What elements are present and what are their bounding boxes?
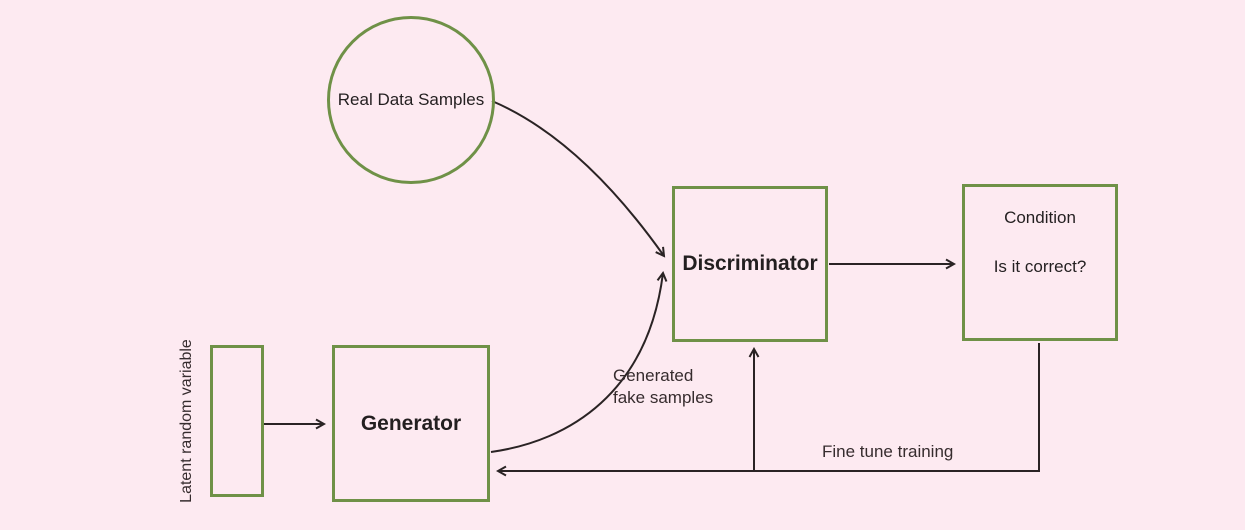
generator-label: Generator (360, 411, 462, 435)
node-real-data-samples: Real Data Samples (327, 16, 495, 184)
condition-label: Condition (1004, 208, 1076, 227)
generated-fake-samples-line1: Generated (613, 366, 694, 385)
latent-random-variable-label: Latent random variable (178, 339, 195, 503)
node-discriminator: Discriminator (672, 186, 828, 342)
node-latent-random-variable (210, 345, 264, 497)
condition-question-label: Is it correct? (993, 257, 1087, 276)
edge-generator-to-discriminator (490, 273, 663, 453)
generated-fake-samples-line2: fake samples (613, 388, 714, 407)
edge-realdata-to-discriminator (491, 100, 664, 256)
real-data-samples-label: Real Data Samples (337, 90, 485, 109)
edge-finetune-to-generator (498, 343, 1040, 471)
fine-tune-training-label: Fine tune training (822, 442, 954, 461)
node-condition: Condition Is it correct? (962, 184, 1118, 341)
generated-fake-samples-label: Generated fake samples (613, 365, 713, 409)
discriminator-label: Discriminator (682, 252, 818, 275)
node-generator: Generator (332, 345, 490, 502)
